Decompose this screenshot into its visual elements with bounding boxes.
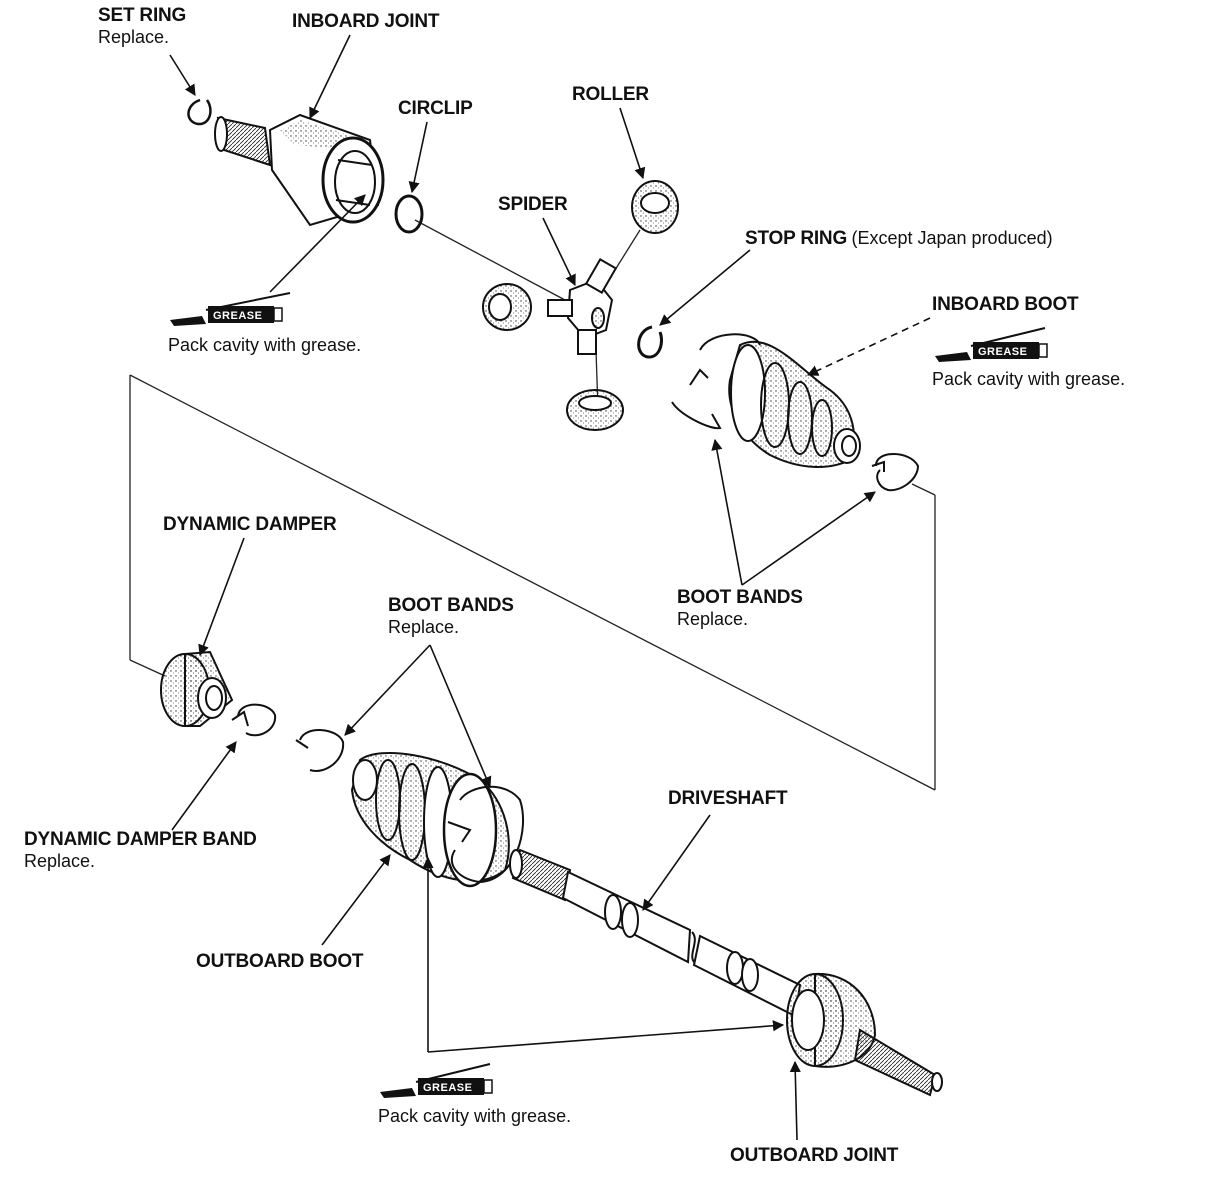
inboard-joint-part: [214, 113, 385, 227]
outboard-joint-label: OUTBOARD JOINT: [730, 1145, 899, 1166]
driveshaft-label: DRIVESHAFT: [668, 788, 788, 809]
roller-left: [482, 283, 532, 331]
stop-ring-label: STOP RING (Except Japan produced): [745, 228, 1053, 249]
outboard-boot-label: OUTBOARD BOOT: [196, 951, 364, 972]
inboard-joint-grease-note: Pack cavity with grease.: [168, 335, 362, 355]
dynamic-damper-part: [160, 650, 234, 727]
inboard-boot-band-small: [871, 453, 920, 492]
spider-label: SPIDER: [498, 194, 568, 215]
outboard-joint-part: [786, 972, 943, 1097]
circlip-label: CIRCLIP: [398, 98, 473, 119]
grease-gun-icon: GREASE: [170, 292, 291, 326]
circlip-part: [394, 194, 424, 234]
outboard-boot-part: [350, 751, 510, 888]
roller-label: ROLLER: [572, 84, 649, 105]
leader-lines: [169, 34, 931, 1141]
set-ring-part: [187, 98, 212, 126]
inboard-boot-grease-note: Pack cavity with grease.: [932, 369, 1126, 389]
roller-bottom: [566, 389, 624, 431]
svg-text:GREASE: GREASE: [978, 346, 1027, 358]
inboard-boot-band-large: [671, 333, 761, 430]
inboard-boot-part: [728, 340, 861, 468]
grease-gun-icon: GREASE: [935, 327, 1048, 362]
dynamic-damper-label: DYNAMIC DAMPER: [163, 514, 337, 535]
svg-text:GREASE: GREASE: [213, 310, 262, 322]
driveshaft-part: [509, 848, 802, 1018]
outboard-boot-band-small: [295, 729, 345, 772]
outboard-grease-note: Pack cavity with grease.: [378, 1106, 572, 1126]
grease-gun-icon: GREASE: [380, 1063, 493, 1098]
boot-bands-outboard-label: BOOT BANDS Replace.: [388, 595, 514, 637]
inboard-joint-label: INBOARD JOINT: [292, 11, 440, 32]
inboard-boot-label: INBOARD BOOT: [932, 294, 1079, 315]
set-ring-label: SET RING Replace.: [98, 5, 187, 47]
spider-part: [547, 258, 618, 355]
boot-bands-inboard-label: BOOT BANDS Replace.: [677, 587, 803, 629]
assembly-lines: [129, 219, 936, 791]
dynamic-damper-band-label: DYNAMIC DAMPER BAND Replace.: [24, 829, 257, 871]
roller-top: [631, 180, 679, 234]
svg-text:GREASE: GREASE: [423, 1082, 472, 1094]
dynamic-damper-band-part: [231, 703, 277, 737]
stop-ring-part: [637, 325, 663, 359]
